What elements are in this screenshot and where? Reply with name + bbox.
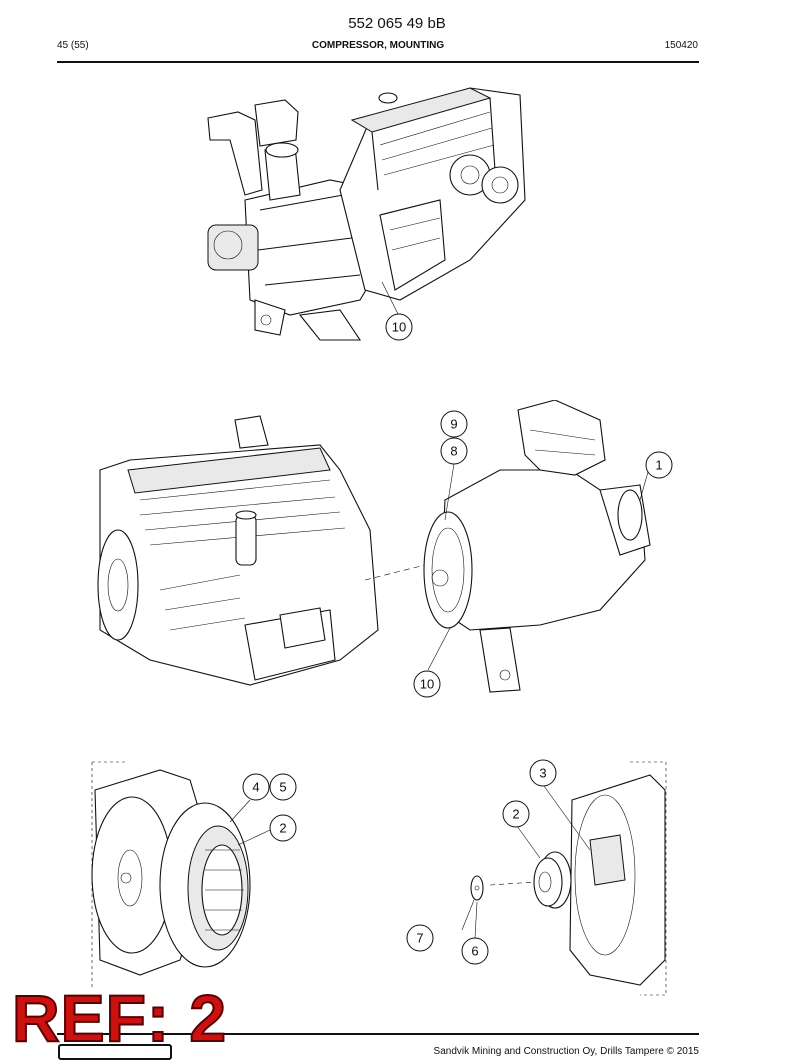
callout-1: 1 — [645, 451, 673, 479]
callout-3: 3 — [529, 759, 557, 787]
reference-stamp: REF: 2 — [11, 981, 228, 1055]
svg-text:2: 2 — [279, 821, 286, 836]
section-title: COMPRESSOR, MOUNTING — [311, 40, 445, 51]
header-divider — [57, 61, 699, 63]
svg-text:1: 1 — [655, 458, 662, 473]
page-number: 45 (55) — [57, 40, 89, 51]
svg-text:6: 6 — [471, 944, 478, 959]
callout-10-middle: 10 — [413, 670, 441, 698]
callout-2-right: 2 — [502, 800, 530, 828]
footer-divider — [57, 1033, 699, 1035]
callout-4: 4 — [242, 773, 270, 801]
svg-text:8: 8 — [450, 444, 457, 459]
callout-7: 7 — [406, 924, 434, 952]
copyright-notice: Sandvik Mining and Construction Oy, Dril… — [433, 1046, 699, 1057]
svg-text:10: 10 — [420, 677, 434, 692]
svg-text:10: 10 — [392, 320, 406, 335]
callout-6: 6 — [461, 937, 489, 965]
callout-8: 8 — [440, 437, 468, 465]
callout-5: 5 — [269, 773, 297, 801]
svg-text:5: 5 — [279, 780, 286, 795]
callout-9: 9 — [440, 410, 468, 438]
callout-2-left: 2 — [269, 814, 297, 842]
document-number: 552 065 49 bB — [348, 15, 446, 32]
assembled-engine-compressor-illustration: 10 — [207, 87, 526, 341]
coupling-detail-illustration: 4 5 2 3 2 7 6 — [91, 759, 667, 996]
svg-text:2: 2 — [512, 807, 519, 822]
exploded-engine-compressor-illustration: 9 8 1 10 — [97, 400, 673, 698]
svg-text:4: 4 — [252, 780, 259, 795]
svg-text:3: 3 — [539, 766, 546, 781]
svg-text:7: 7 — [416, 931, 423, 946]
date-code: 150420 — [664, 40, 698, 51]
callout-10-top: 10 — [385, 313, 413, 341]
svg-text:9: 9 — [450, 417, 457, 432]
